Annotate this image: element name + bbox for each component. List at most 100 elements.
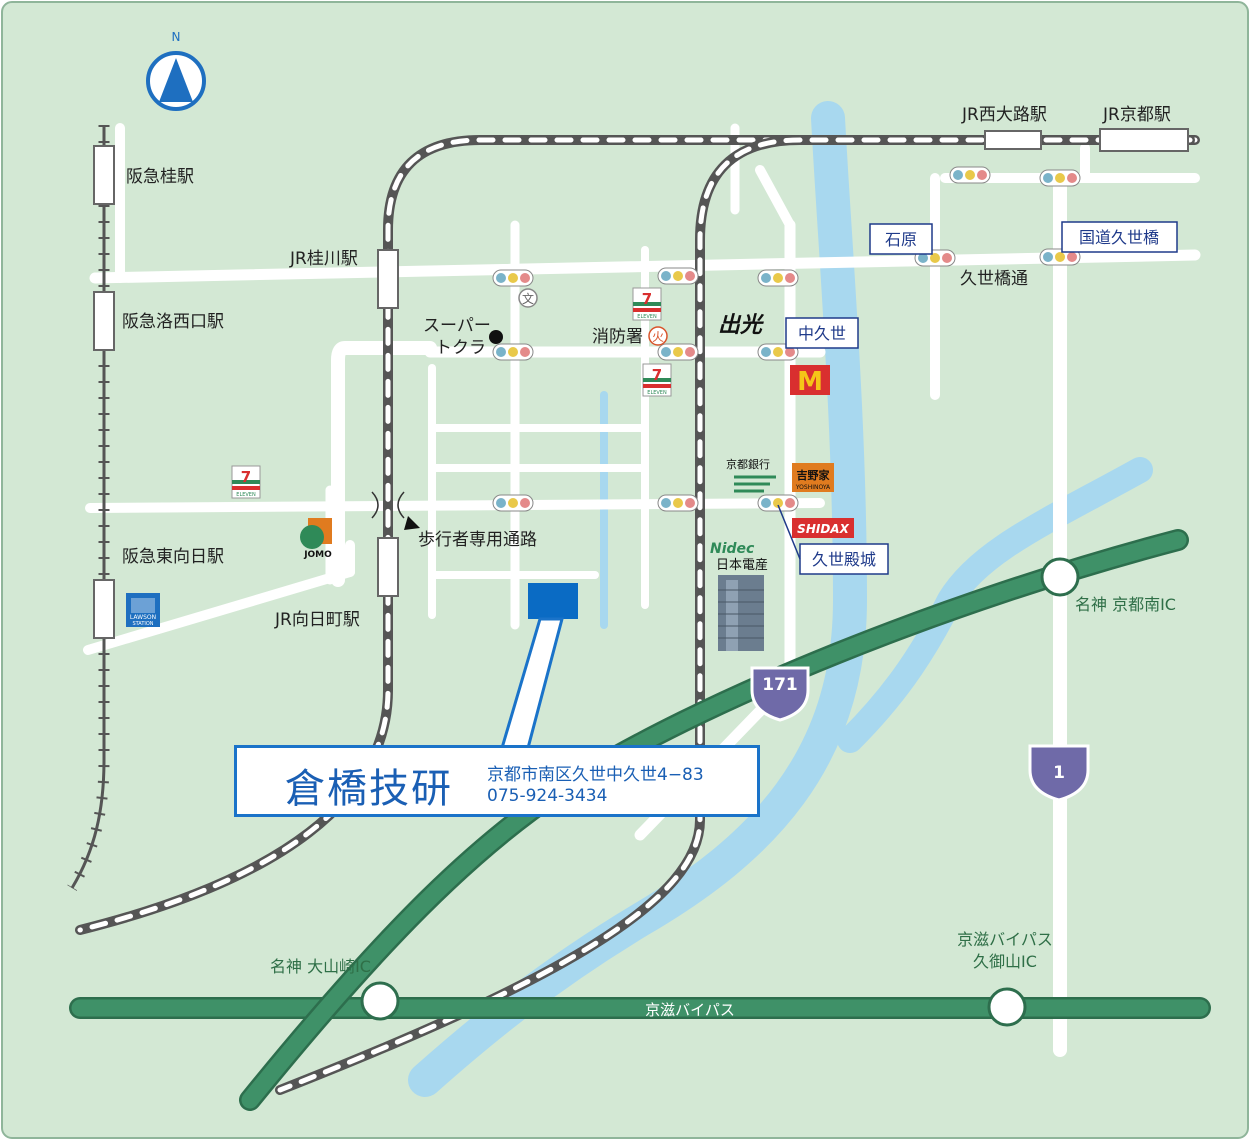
traffic-signal-icon — [757, 494, 799, 512]
traffic-signal-icon — [1039, 248, 1081, 266]
supermarket-tokura: スーパー トクラ — [423, 316, 503, 358]
label-jr-kyoto: JR京都駅 — [1102, 105, 1171, 125]
label-ic-kyoto-minami: 名神 京都南IC — [1075, 595, 1176, 614]
svg-text:中久世: 中久世 — [798, 324, 846, 343]
svg-text:京都銀行: 京都銀行 — [726, 457, 770, 471]
road — [85, 498, 825, 513]
ic-oyamazaki — [360, 981, 400, 1021]
route-171-shield: 171 — [750, 666, 810, 722]
svg-text:吉野家: 吉野家 — [797, 468, 831, 482]
station-jr-kyoto — [1099, 128, 1189, 152]
station-hankyu-higashimuko — [93, 579, 115, 639]
svg-text:7: 7 — [241, 468, 251, 486]
svg-text:STATION: STATION — [132, 621, 153, 627]
route-1-shield: 1 — [1028, 744, 1090, 802]
label-hankyu-higashimuko: 阪急東向日駅 — [122, 547, 224, 567]
destination-name: 倉橋技研 — [285, 766, 453, 812]
road — [83, 567, 355, 655]
station-jr-katsuragawa — [377, 249, 399, 309]
road — [331, 341, 437, 587]
jomo-logo-icon — [300, 525, 324, 549]
destination-phone: 075-924-3434 — [487, 786, 608, 806]
svg-text:国道久世橋: 国道久世橋 — [1079, 228, 1159, 247]
nidec-tower-icon — [718, 575, 764, 651]
idemitsu: 出光 — [718, 312, 765, 338]
label-ic-kuzeyama-1: 京滋バイパス — [957, 930, 1053, 949]
station-jr-nishioji — [984, 130, 1042, 150]
seven-eleven-3: 7 ELEVEN — [231, 465, 261, 499]
destination-address: 京都市南区久世中久世4−83 — [487, 765, 704, 785]
station-markers — [93, 128, 1189, 639]
yoshinoya: 吉野家 YOSHINOYA — [792, 463, 834, 492]
station-hankyu-rakusaiguchi — [93, 291, 115, 351]
kyoto-bank-logo-icon — [734, 475, 776, 493]
svg-text:JOMO: JOMO — [303, 550, 332, 560]
label-jr-nishioji: JR西大路駅 — [961, 105, 1047, 125]
leader-line — [777, 504, 801, 560]
road-network — [83, 123, 1201, 1057]
shidax: SHIDAX — [792, 518, 854, 538]
traffic-signal-icon — [657, 267, 699, 285]
label-hankyu-katsura: 阪急桂駅 — [126, 167, 194, 187]
intersection-box-nakakuze: 中久世 — [785, 317, 859, 349]
intersection-box-ishihara: 石原 — [869, 223, 933, 255]
mcdonalds: M — [790, 365, 830, 397]
fire-station-icon — [648, 326, 668, 346]
svg-text:SHIDAX: SHIDAX — [797, 522, 849, 536]
school-icon — [518, 288, 538, 308]
intersection-box-kokudo-kuzebashi: 国道久世橋 — [1061, 221, 1178, 253]
pointer-arrow-icon — [404, 516, 420, 530]
traffic-signal-icon — [757, 269, 799, 287]
traffic-signal-icon — [1039, 169, 1081, 187]
svg-text:スーパー: スーパー — [423, 316, 491, 336]
svg-text:消防署: 消防署 — [592, 327, 643, 347]
svg-text:トクラ: トクラ — [435, 338, 486, 358]
school: 文 — [518, 288, 538, 308]
compass: N — [146, 30, 206, 111]
label-keiji-bypass: 京滋バイパス — [645, 1001, 735, 1019]
ic-kyoto-minami — [1040, 557, 1080, 597]
label-ic-kuzeyama-2: 久御山IC — [973, 952, 1037, 971]
jomo: JOMO — [300, 518, 332, 560]
interchanges — [360, 557, 1080, 1027]
svg-text:文: 文 — [522, 291, 534, 306]
svg-text:石原: 石原 — [885, 230, 917, 249]
lawson-station: LAWSON STATION — [126, 593, 160, 627]
ic-kuzeyama — [987, 987, 1027, 1027]
fire-station: 消防署 火 — [592, 326, 668, 347]
road — [755, 165, 795, 230]
svg-text:171: 171 — [762, 675, 798, 695]
traffic-signal-icon — [657, 343, 699, 361]
label-jr-mukomachi: JR向日町駅 — [274, 610, 360, 630]
svg-text:火: 火 — [652, 330, 664, 344]
traffic-signal-icon — [657, 494, 699, 512]
station-hankyu-katsura — [93, 145, 115, 205]
traffic-signal-icon — [949, 166, 991, 184]
compass-label: N — [172, 30, 181, 44]
svg-text:LAWSON: LAWSON — [130, 614, 156, 621]
seven-eleven-1: 7 ELEVEN — [632, 287, 662, 321]
svg-text:ELEVEN: ELEVEN — [236, 492, 256, 498]
svg-text:Nidec: Nidec — [710, 541, 755, 557]
label-hankyu-rakusaiguchi: 阪急洛西口駅 — [122, 312, 224, 332]
traffic-signal-icon — [492, 343, 534, 361]
mcdonalds-logo-icon: M — [797, 367, 823, 397]
underpass-marker — [371, 491, 405, 519]
label-pedestrian-path: 歩行者専用通路 — [418, 530, 537, 550]
svg-text:日本電産: 日本電産 — [716, 557, 768, 573]
label-kuzebashi-dori: 久世橋通 — [960, 269, 1028, 289]
kyoto-bank: 京都銀行 — [726, 457, 776, 493]
intersection-box-kuze-tonosiro: 久世殿城 — [799, 543, 889, 575]
destination-marker[interactable] — [528, 583, 578, 619]
label-ic-oyamazaki: 名神 大山崎IC — [270, 957, 371, 976]
north-arrow-icon — [159, 58, 193, 102]
supermarket-dot-icon — [489, 330, 503, 344]
svg-text:出光: 出光 — [718, 312, 765, 338]
nidec: Nidec 日本電産 — [710, 541, 768, 651]
svg-text:1: 1 — [1053, 763, 1065, 783]
svg-text:久世殿城: 久世殿城 — [812, 550, 876, 569]
destination-callout[interactable]: 倉橋技研 京都市南区久世中久世4−83 075-924-3434 — [234, 745, 760, 817]
svg-text:7: 7 — [642, 290, 652, 308]
traffic-signal-icon — [492, 269, 534, 287]
